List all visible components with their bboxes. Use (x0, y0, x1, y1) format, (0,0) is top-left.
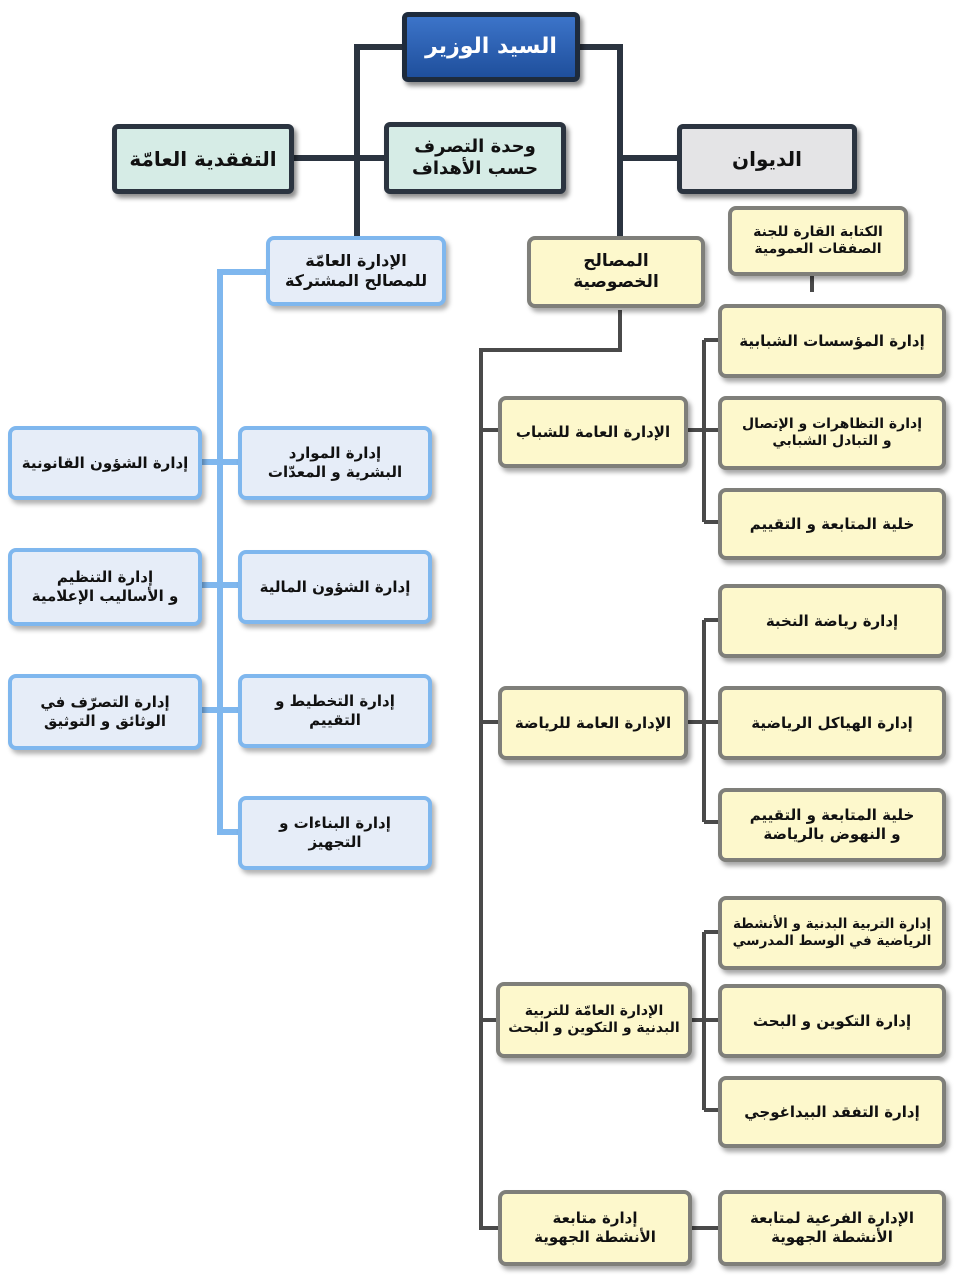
buildings-label: إدارة البناءات و التجهيز (279, 814, 391, 851)
youth-events-box[interactable]: إدارة التظاهرات و الإتصال و التبادل الشب… (718, 396, 946, 470)
pe-general-label: الإدارة العامّة للتربية البدنية و التكوي… (508, 1002, 680, 1037)
sport-structures-box[interactable]: إدارة الهياكل الرياضية (718, 686, 946, 760)
inspection-box[interactable]: التفقدية العامّة (112, 124, 294, 194)
organization-box[interactable]: إدارة التنظيم و الأساليب الإعلامية (8, 548, 202, 626)
specific-services-label: المصالح الخصوصية (573, 250, 659, 292)
youth-institutions-box[interactable]: إدارة المؤسسات الشبابية (718, 304, 946, 378)
pe-training-box[interactable]: إدارة التكوين و البحث (718, 984, 946, 1058)
youth-followup-label: خلية المتابعة و التقييم (749, 514, 915, 533)
legal-label: إدارة الشؤون القانونية (21, 453, 189, 472)
unit-goals-box[interactable]: وحدة التصرف حسب الأهداف (384, 122, 566, 194)
planning-label: إدارة التخطيط و التقييم (275, 692, 395, 729)
inspection-label: التفقدية العامّة (129, 146, 277, 171)
regional-followup-label: إدارة متابعة الأنشطة الجهوية (534, 1209, 656, 1246)
youth-events-label: إدارة التظاهرات و الإتصال و التبادل الشب… (741, 415, 923, 450)
finance-box[interactable]: إدارة الشؤون المالية (238, 550, 432, 624)
sport-followup-label: خلية المتابعة و التقييم و النهوض بالرياض… (749, 806, 915, 843)
sport-followup-box[interactable]: خلية المتابعة و التقييم و النهوض بالرياض… (718, 788, 946, 862)
documents-label: إدارة التصرّف في الوثائق و التوثيق (40, 693, 170, 730)
regional-followup-box[interactable]: إدارة متابعة الأنشطة الجهوية (498, 1190, 692, 1266)
pe-school-label: إدارة التربية البدنية و الأنشطة الرياضية… (732, 916, 932, 949)
sport-general-box[interactable]: الإدارة العامة للرياضة (498, 686, 688, 760)
minister-box[interactable]: السيد الوزير (402, 12, 580, 82)
common-services-label: الإدارة العامّة للمصالح المشتركة (284, 251, 428, 290)
procurement-committee-box[interactable]: الكتابة القارة للجنة الصفقات العمومية (728, 206, 908, 276)
youth-general-box[interactable]: الإدارة العامة للشباب (498, 396, 688, 468)
finance-label: إدارة الشؤون المالية (259, 577, 411, 596)
youth-general-label: الإدارة العامة للشباب (515, 422, 671, 441)
pe-school-box[interactable]: إدارة التربية البدنية و الأنشطة الرياضية… (718, 896, 946, 970)
hr-box[interactable]: إدارة الموارد البشرية و المعدّات (238, 426, 432, 500)
common-services-box[interactable]: الإدارة العامّة للمصالح المشتركة (266, 236, 446, 306)
regional-sub-box[interactable]: الإدارة الفرعية لمتابعة الأنشطة الجهوية (718, 1190, 946, 1266)
minister-label: السيد الوزير (425, 34, 557, 60)
hr-label: إدارة الموارد البشرية و المعدّات (267, 444, 403, 481)
pe-inspection-box[interactable]: إدارة التفقد البيداغوجي (718, 1076, 946, 1148)
sport-elite-box[interactable]: إدارة رياضة النخبة (718, 584, 946, 658)
unit-goals-label: وحدة التصرف حسب الأهداف (411, 135, 539, 180)
pe-inspection-label: إدارة التفقد البيداغوجي (744, 1102, 920, 1121)
sport-elite-label: إدارة رياضة النخبة (765, 611, 899, 630)
pe-general-box[interactable]: الإدارة العامّة للتربية البدنية و التكوي… (496, 982, 692, 1058)
specific-services-box[interactable]: المصالح الخصوصية (527, 236, 705, 308)
buildings-box[interactable]: إدارة البناءات و التجهيز (238, 796, 432, 870)
youth-institutions-label: إدارة المؤسسات الشبابية (739, 331, 925, 350)
legal-box[interactable]: إدارة الشؤون القانونية (8, 426, 202, 500)
procurement-committee-label: الكتابة القارة للجنة الصفقات العمومية (753, 223, 883, 258)
cabinet-box[interactable]: الديوان (677, 124, 857, 194)
documents-box[interactable]: إدارة التصرّف في الوثائق و التوثيق (8, 674, 202, 750)
pe-training-label: إدارة التكوين و البحث (752, 1011, 912, 1030)
sport-general-label: الإدارة العامة للرياضة (514, 713, 672, 732)
regional-sub-label: الإدارة الفرعية لمتابعة الأنشطة الجهوية (749, 1209, 915, 1246)
cabinet-label: الديوان (732, 146, 802, 171)
youth-followup-box[interactable]: خلية المتابعة و التقييم (718, 488, 946, 560)
organization-label: إدارة التنظيم و الأساليب الإعلامية (31, 568, 179, 605)
sport-structures-label: إدارة الهياكل الرياضية (751, 713, 913, 732)
planning-box[interactable]: إدارة التخطيط و التقييم (238, 674, 432, 748)
